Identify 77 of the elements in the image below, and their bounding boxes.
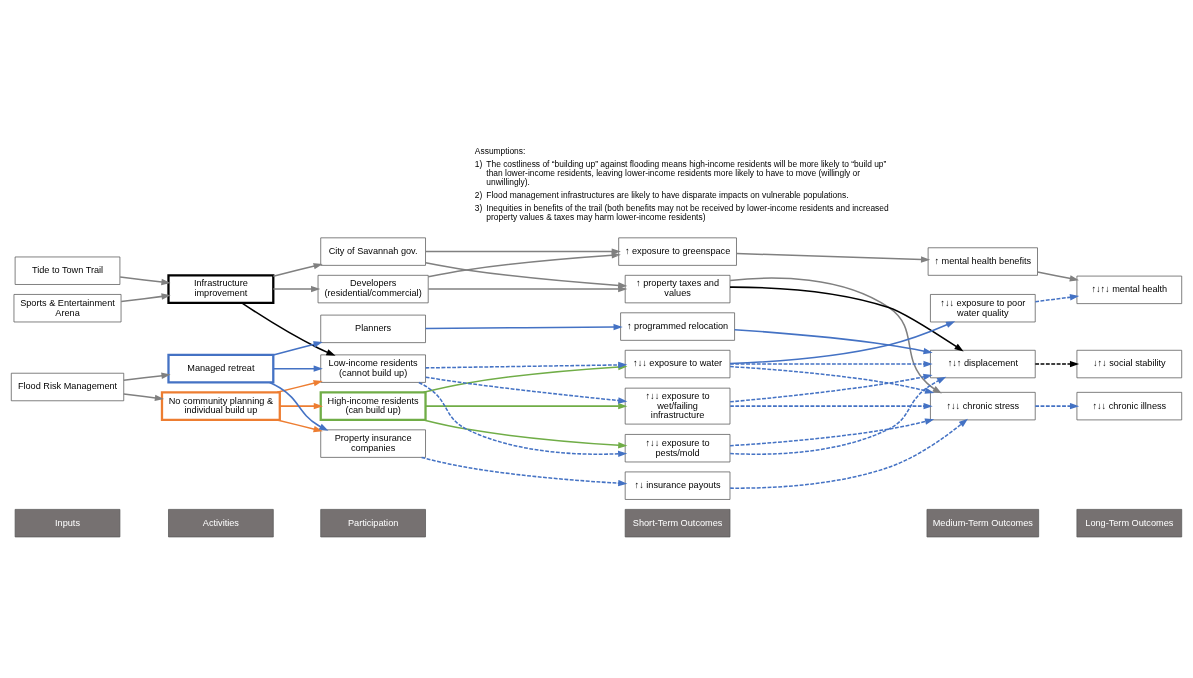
node-box: ↑↓↓ exposure to poor water quality (930, 294, 1036, 323)
arrow (729, 376, 947, 455)
arrow (123, 393, 165, 402)
arrow (268, 381, 329, 431)
node-box: Activities (168, 509, 274, 538)
node-box: Low-income residents (cannot build up) (320, 354, 426, 383)
arrow (424, 323, 623, 331)
node-box: Short-Term Outcomes (624, 509, 731, 538)
arrow (729, 321, 956, 365)
node-box: ↑↓↓ chronic stress (930, 392, 1036, 421)
arrow (422, 419, 628, 449)
node-box: Participation (320, 509, 426, 538)
arrow (240, 302, 336, 356)
node-box: Planners (320, 314, 426, 343)
arrow (729, 365, 935, 394)
node-box: Property insurance companies (320, 429, 426, 458)
arrow (735, 252, 931, 263)
arrow (1036, 271, 1079, 282)
label: Inequities in benefits of the trail (both benefits may not be received by lower-income residents and increased property values & taxes may harm lower-income residents) (486, 202, 889, 223)
arrow (729, 418, 968, 489)
arrow (272, 263, 323, 277)
node-box: Long-Term Outcomes (1076, 509, 1183, 538)
arrow (120, 293, 171, 303)
arrow (729, 360, 933, 368)
node-box: ↑ property taxes and values (624, 274, 731, 304)
arrow (424, 402, 628, 410)
arrow (276, 419, 323, 433)
arrow (272, 341, 323, 356)
node-box: ↑↓↓ exposure to pests/mold (624, 434, 731, 463)
arrow (1034, 402, 1080, 410)
arrow (427, 252, 621, 278)
node-box: ↑ exposure to greenspace (618, 237, 737, 266)
node-box: High-income residents (can build up) (319, 391, 427, 422)
arrow (123, 372, 171, 382)
arrow (729, 286, 964, 352)
label: 1) (474, 158, 483, 169)
arrow (1034, 360, 1080, 368)
arrow (424, 262, 628, 289)
arrow (276, 380, 323, 394)
arrow (729, 418, 935, 447)
arrow (729, 402, 933, 410)
label: The costliness of “building up” against flooding means high-income residents will be more likely to “build up” than lower-income residents, leaving lower-income residents more likely to have to move (willingly or unwillingly). (486, 158, 887, 187)
label: 2) (474, 189, 483, 200)
label: 3) (474, 202, 483, 213)
node-box: Managed retreat (167, 353, 275, 384)
node-box: Tide to Town Trail (14, 256, 121, 285)
node-box: Sports & Entertainment Arena (13, 294, 122, 323)
node-box: ↑ mental health benefits (927, 247, 1038, 276)
node-box: Medium-Term Outcomes (926, 509, 1040, 538)
node-box: ↑↓ insurance payouts (624, 471, 731, 500)
node-box: Inputs (14, 509, 121, 538)
arrow (420, 456, 628, 487)
arrow (272, 285, 321, 293)
label: Assumptions: (474, 145, 526, 156)
node-box: ↓↑↓ social stability (1076, 349, 1183, 379)
arrow (427, 285, 628, 293)
node-box: No community planning & individual build up (160, 391, 281, 422)
arrow (733, 328, 933, 355)
arrow (729, 373, 933, 403)
arrow (1034, 294, 1080, 303)
label: Flood management infrastructures are likely to have disparate impacts on vulnerable populations. (486, 189, 849, 200)
node-box: Flood Risk Management (10, 372, 125, 402)
node-box: ↑↓↓ exposure to wet/failing infrastructure (624, 387, 731, 425)
node-box: City of Savannah gov. (320, 237, 426, 266)
arrow (119, 276, 171, 286)
node-box: ↑↓↓ exposure to water (624, 349, 731, 379)
arrow (272, 365, 323, 372)
node-box: Infrastructure improvement (167, 274, 275, 304)
arrow (418, 381, 628, 458)
node-box: Developers (residential/commercial) (317, 274, 429, 304)
node-box: ↑ programmed relocation (620, 312, 735, 341)
node-box: ↑↓↑↓ mental health (1076, 275, 1183, 304)
arrow (729, 277, 942, 394)
node-box: ↑↓↑ displacement (930, 349, 1036, 379)
node-box: ↑↓↓ chronic illness (1076, 392, 1183, 421)
arrow (279, 402, 323, 410)
arrow (424, 376, 628, 404)
